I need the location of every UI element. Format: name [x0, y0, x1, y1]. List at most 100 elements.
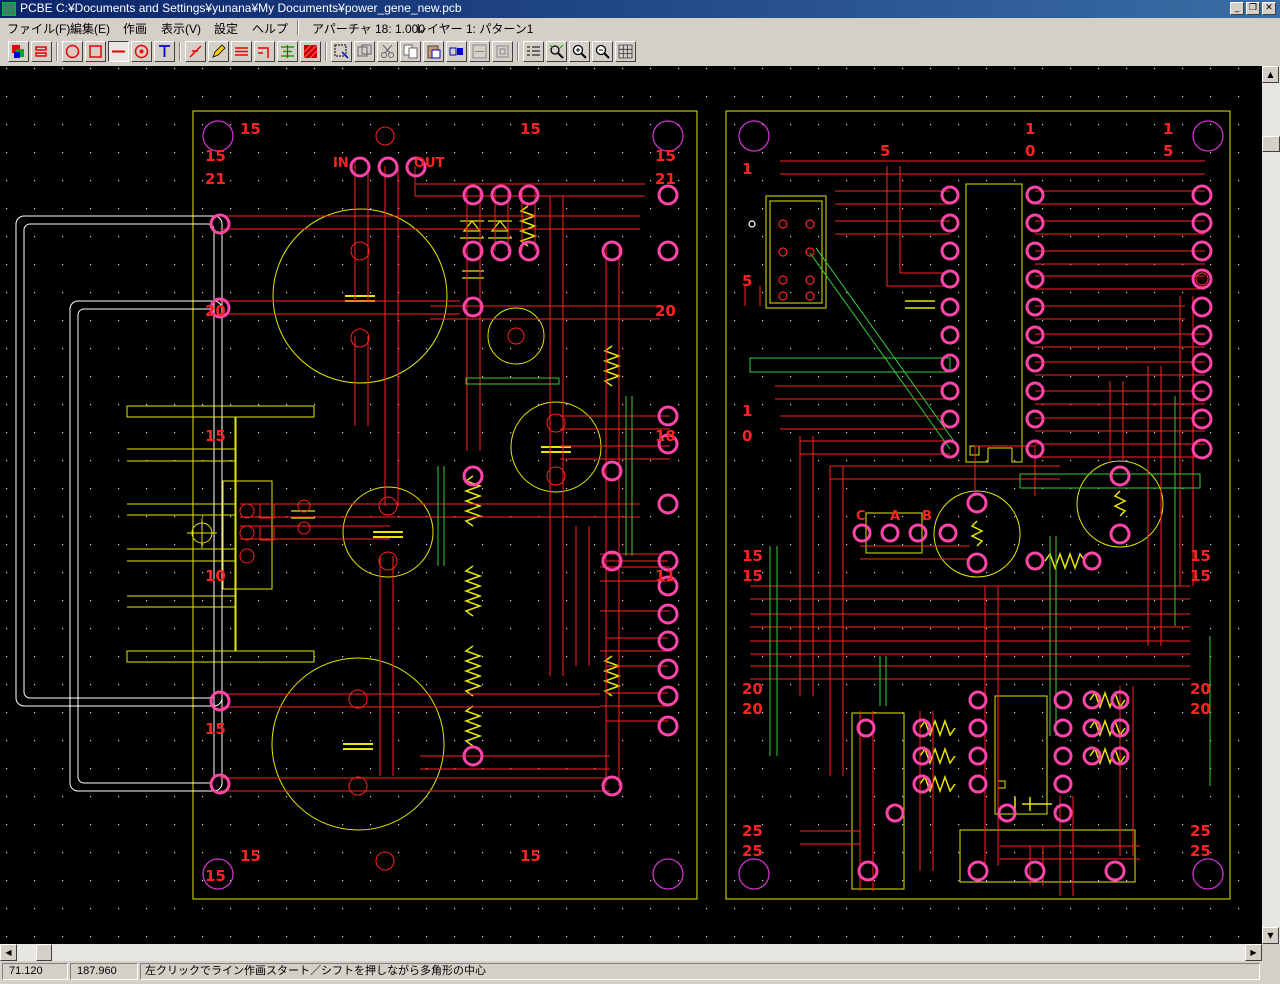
horizontal-scrollbar[interactable]: ◀ ▶ [0, 944, 1262, 961]
vertical-scrollbar[interactable]: ▲ ▼ [1262, 66, 1280, 944]
via-icon [134, 44, 149, 59]
net-button[interactable] [31, 41, 52, 62]
toolbar [0, 38, 1280, 66]
svg-text:20: 20 [742, 680, 763, 698]
pencil-button[interactable] [208, 41, 229, 62]
svg-text:15: 15 [205, 427, 226, 445]
toolbar-separator [517, 42, 519, 61]
select-icon [334, 44, 349, 59]
app-icon [2, 2, 16, 16]
close-icon[interactable]: ✕ [1262, 2, 1276, 15]
measure-button[interactable] [185, 41, 206, 62]
title-bar: PCBE C:¥Documents and Settings¥yunana¥My… [0, 0, 1280, 18]
text-tool-icon [159, 45, 170, 57]
menu-help[interactable]: ヘルプ [252, 22, 289, 36]
svg-text:25: 25 [1190, 842, 1211, 860]
copy-area-button[interactable] [354, 41, 375, 62]
svg-text:18: 18 [655, 427, 676, 445]
svg-text:15: 15 [205, 867, 226, 885]
cut-button[interactable] [377, 41, 398, 62]
paste-icon [427, 45, 441, 59]
aperture-indicator[interactable]: アパーチャ 18: 1.000 [312, 22, 426, 36]
scroll-up-icon[interactable]: ▲ [1262, 66, 1279, 83]
scroll-down-icon[interactable]: ▼ [1262, 927, 1279, 944]
text-tool-button[interactable] [154, 41, 175, 62]
corner-button[interactable] [254, 41, 275, 62]
scissors-icon [381, 44, 394, 58]
zoom-in-button[interactable] [569, 41, 590, 62]
mirror-button[interactable] [446, 41, 467, 62]
square-pad-icon [89, 45, 102, 58]
toolbar-separator [325, 42, 327, 61]
menu-file[interactable]: ファイル(F) [7, 22, 71, 36]
grid-icon [618, 44, 633, 59]
svg-text:25: 25 [1190, 822, 1211, 840]
zoom-in-icon [572, 44, 587, 59]
line-tool-icon [112, 50, 125, 53]
svg-text:20: 20 [205, 302, 226, 320]
scrollbar-corner [1262, 944, 1280, 961]
zoom-fit-button[interactable] [546, 41, 567, 62]
toolbar-separator [179, 42, 181, 61]
toolbar-separator [56, 42, 58, 61]
circle-pad-button[interactable] [62, 41, 83, 62]
menu-draw[interactable]: 作画 [123, 22, 148, 36]
minimize-icon[interactable]: _ [1230, 2, 1244, 15]
select-button[interactable] [331, 41, 352, 62]
svg-text:5: 5 [880, 142, 890, 160]
zoom-out-button[interactable] [592, 41, 613, 62]
status-message: 左クリックでライン作画スタート／シフトを押しながら多角形の中心 [140, 963, 1260, 980]
horizontal-scroll-thumb[interactable] [36, 944, 52, 961]
svg-text:0: 0 [742, 427, 752, 445]
fill-icon [303, 44, 318, 59]
svg-text:21: 21 [205, 170, 226, 188]
svg-text:15: 15 [240, 847, 261, 865]
svg-text:15: 15 [205, 147, 226, 165]
via-button[interactable] [131, 41, 152, 62]
menu-edit[interactable]: 編集(E) [70, 22, 110, 36]
copy-button[interactable] [400, 41, 421, 62]
svg-text:15: 15 [205, 720, 226, 738]
scroll-left-icon[interactable]: ◀ [0, 944, 17, 961]
parallel-lines-button[interactable] [231, 41, 252, 62]
svg-text:1: 1 [1163, 120, 1173, 138]
scroll-right-icon[interactable]: ▶ [1245, 944, 1262, 961]
rotate-button[interactable] [492, 41, 513, 62]
pencil-icon [212, 44, 226, 58]
layer-color-button[interactable] [8, 41, 29, 62]
svg-text:21: 21 [655, 170, 676, 188]
window-controls: _ ❐ ✕ [1230, 2, 1276, 15]
svg-text:20: 20 [1190, 680, 1211, 698]
square-pad-button[interactable] [85, 41, 106, 62]
mirror-icon [449, 47, 463, 56]
line-tool-button[interactable] [108, 41, 129, 62]
grid-snap-button[interactable] [523, 41, 544, 62]
parallel-lines-icon [235, 47, 248, 56]
svg-text:15: 15 [742, 547, 763, 565]
svg-text:15: 15 [655, 147, 676, 165]
paste-button[interactable] [423, 41, 444, 62]
menu-view[interactable]: 表示(V) [161, 22, 201, 36]
net-icon [35, 46, 47, 57]
vertical-scroll-thumb[interactable] [1262, 136, 1280, 152]
copy-icon [403, 44, 418, 59]
grid-toggle-button[interactable] [615, 41, 636, 62]
fill-button[interactable] [300, 41, 321, 62]
status-x-coordinate: 71.120 [2, 963, 68, 980]
svg-text:1: 1 [742, 402, 752, 420]
window-title: PCBE C:¥Documents and Settings¥yunana¥My… [20, 1, 462, 15]
svg-text:15: 15 [520, 847, 541, 865]
layer-indicator[interactable]: レイヤー 1: パターン1 [415, 22, 534, 36]
svg-text:15: 15 [1190, 567, 1211, 585]
svg-text:20: 20 [1190, 700, 1211, 718]
svg-text:25: 25 [742, 822, 763, 840]
svg-text:0: 0 [1025, 142, 1035, 160]
menu-settings[interactable]: 設定 [214, 22, 239, 36]
svg-text:1: 1 [1025, 120, 1035, 138]
measure-icon [189, 45, 202, 58]
align-button[interactable] [277, 41, 298, 62]
flip-button[interactable] [469, 41, 490, 62]
restore-icon[interactable]: ❐ [1246, 2, 1260, 15]
